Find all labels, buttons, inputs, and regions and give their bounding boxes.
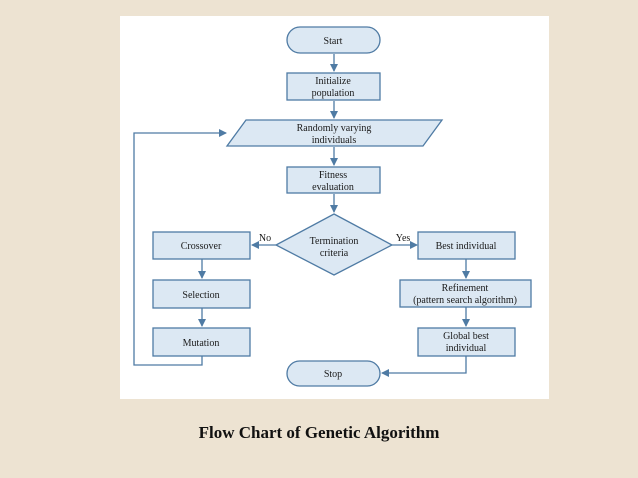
decision-node: Termination criteria [274, 213, 394, 276]
slide-caption: Flow Chart of Genetic Algorithm [198, 423, 440, 442]
initialize-process-shape [286, 72, 381, 101]
global-best-node: Global best individual [417, 327, 516, 357]
random-io-shape [225, 119, 444, 147]
arrow-global-to-stop [381, 356, 467, 377]
initialize-label-line2: population [312, 88, 355, 99]
stop-terminator-shape [286, 360, 381, 387]
fitness-node: Fitness evaluation [286, 166, 381, 194]
mutation-label: Mutation [183, 338, 220, 349]
selection-label: Selection [182, 290, 219, 301]
fitness-process-shape [286, 166, 381, 194]
selection-node: Selection [152, 279, 251, 309]
connectors [133, 54, 470, 377]
initialize-node: Initialize population [286, 72, 381, 101]
crossover-node: Crossover [152, 231, 251, 260]
selection-process-shape [152, 279, 251, 309]
start-node: Start [286, 26, 381, 54]
best-individual-node: Best individual [417, 231, 516, 260]
diagram-panel: Start Initialize population Randomly var… [120, 16, 549, 399]
stop-node: Stop [286, 360, 381, 387]
yes-branch-label: Yes [396, 233, 411, 244]
best-individual-label: Best individual [436, 241, 497, 252]
global-best-process-shape [417, 327, 516, 357]
start-label: Start [324, 36, 343, 47]
start-terminator-shape [286, 26, 381, 54]
decision-label-line1: Termination [310, 236, 359, 247]
random-node: Randomly varying individuals [225, 119, 444, 147]
fitness-label-line1: Fitness [319, 170, 347, 181]
global-best-label-line2: individual [446, 343, 487, 354]
mutation-process-shape [152, 327, 251, 357]
random-label-line1: Randomly varying [297, 123, 372, 134]
random-label-line2: individuals [312, 135, 357, 146]
initialize-label-line1: Initialize [315, 76, 351, 87]
global-best-label-line1: Global best [443, 331, 489, 342]
fitness-label-line2: evaluation [312, 182, 354, 193]
best-individual-process-shape [417, 231, 516, 260]
mutation-node: Mutation [152, 327, 251, 357]
refinement-label-line1: Refinement [442, 283, 489, 294]
no-branch-label: No [259, 233, 271, 244]
genetic-algorithm-flowchart: Start Initialize population Randomly var… [133, 26, 532, 387]
arrow-mutation-loop-back [133, 129, 227, 366]
refinement-label-line2: (pattern search algorithm) [413, 295, 517, 306]
crossover-process-shape [152, 231, 251, 260]
decision-label-line2: criteria [320, 248, 349, 259]
stop-label: Stop [324, 369, 342, 380]
refinement-process-shape [399, 279, 532, 308]
refinement-node: Refinement (pattern search algorithm) [399, 279, 532, 308]
decision-diamond-shape [274, 213, 394, 276]
crossover-label: Crossover [181, 241, 222, 252]
